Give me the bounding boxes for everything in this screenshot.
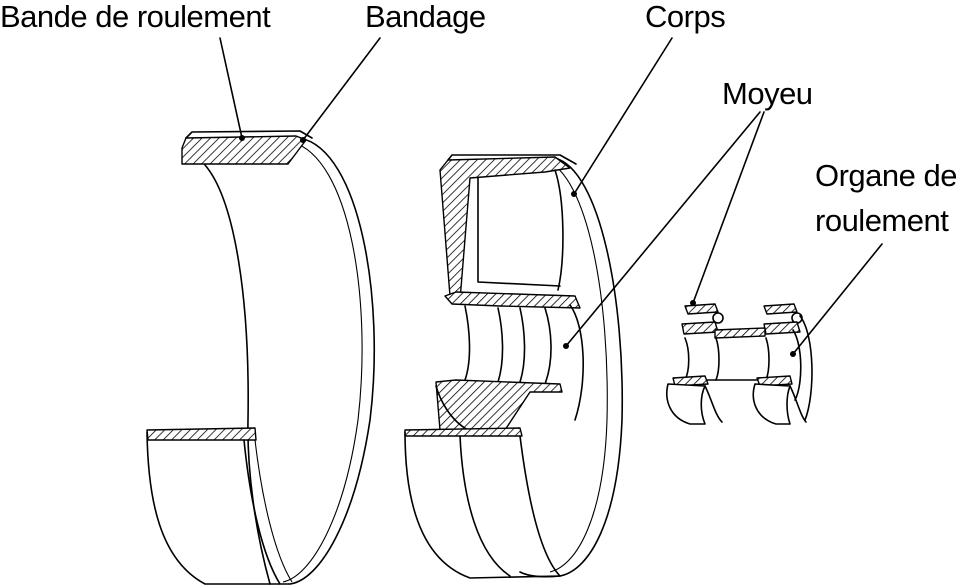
moyeu-hub xyxy=(666,303,813,425)
corps-body xyxy=(404,154,624,579)
leader-lines xyxy=(219,37,883,357)
label-organe-line1: Organe de xyxy=(815,158,957,193)
corps-rim-section xyxy=(439,156,571,301)
bandage-ring xyxy=(146,130,376,585)
label-bandage: Bandage xyxy=(365,0,486,34)
label-corps: Corps xyxy=(645,0,725,34)
label-organe-line2: roulement xyxy=(815,203,949,238)
label-bande-de-roulement: Bande de roulement xyxy=(0,0,271,34)
label-moyeu: Moyeu xyxy=(722,76,813,111)
bande-section-bottom xyxy=(146,427,257,441)
